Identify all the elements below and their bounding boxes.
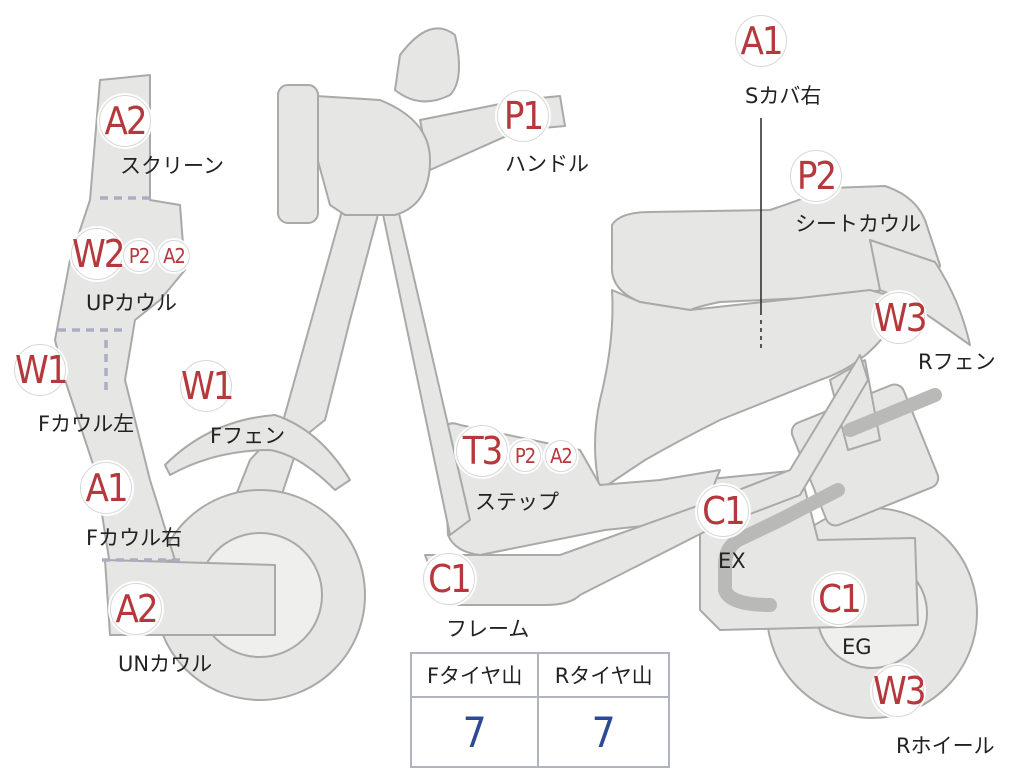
handle-label: ハンドル	[505, 152, 589, 176]
frame-label: フレーム	[446, 617, 530, 641]
tire-table-header-row: Fタイヤ山 Rタイヤ山	[409, 652, 670, 698]
engine-label: EG	[842, 635, 872, 659]
front-tire-header: Fタイヤ山	[409, 652, 540, 698]
up-cowl-badge-1: W2	[71, 228, 126, 280]
frame-downtube-shape	[379, 195, 471, 536]
s-cover-right-badge-1: A1	[735, 15, 787, 67]
rear-axle-shape	[843, 388, 942, 437]
s-cover-right-label: Sカバ右	[745, 84, 822, 108]
r-fender-label: Rフェン	[918, 350, 996, 374]
exhaust-label: EX	[718, 549, 746, 573]
screen-label: スクリーン	[120, 154, 224, 178]
up-cowl-badge-2: P2	[123, 240, 155, 272]
rear-tire-header: Rタイヤ山	[537, 652, 670, 698]
front-tire-value: 7	[409, 696, 540, 768]
f-cowl-left-badge-1: W1	[14, 344, 69, 396]
f-cowl-right-badge-1: A1	[80, 462, 132, 514]
tire-table-value-row: 7 7	[409, 696, 670, 768]
f-fender-label: Fフェン	[210, 424, 286, 448]
engine-badge-1: C1	[813, 573, 865, 625]
un-cowl-label: UNカウル	[118, 652, 213, 676]
up-cowl-badge-3: A2	[158, 240, 190, 272]
r-fender-badge-1: W3	[873, 292, 928, 344]
step-badge-1: T3	[456, 425, 508, 477]
mirror-shape	[394, 27, 460, 103]
f-cowl-right-label: Fカウル右	[86, 526, 183, 550]
front-fork-shape	[281, 187, 386, 441]
f-cowl-left-label: Fカウル左	[38, 412, 135, 436]
up-cowl-label: UPカウル	[86, 291, 178, 315]
f-fender-badge-1: W1	[180, 360, 235, 412]
front-cowl-shape	[54, 74, 186, 566]
seat-cowl-badge-1: P2	[790, 150, 842, 202]
rear-tire-value: 7	[537, 696, 670, 768]
step-badge-2: P2	[509, 440, 541, 472]
tire-tread-table: Fタイヤ山 Rタイヤ山 7 7	[409, 652, 670, 768]
r-wheel-label: Rホイール	[896, 734, 995, 758]
r-wheel-badge-1: W3	[872, 665, 927, 717]
screen-badge-1: A2	[99, 95, 151, 147]
exhaust-badge-1: C1	[697, 485, 749, 537]
step-badge-3: A2	[545, 440, 577, 472]
headlight-shape	[299, 94, 431, 216]
un-cowl-badge-1: A2	[110, 583, 162, 635]
handle-badge-1: P1	[497, 90, 549, 142]
step-label: ステップ	[475, 490, 559, 514]
front-fender-shape	[164, 414, 351, 491]
seat-cowl-label: シートカウル	[795, 212, 921, 236]
head-cover-shape	[277, 84, 319, 224]
exhaust-pipe-shape	[718, 483, 845, 612]
frame-badge-1: C1	[423, 553, 475, 605]
